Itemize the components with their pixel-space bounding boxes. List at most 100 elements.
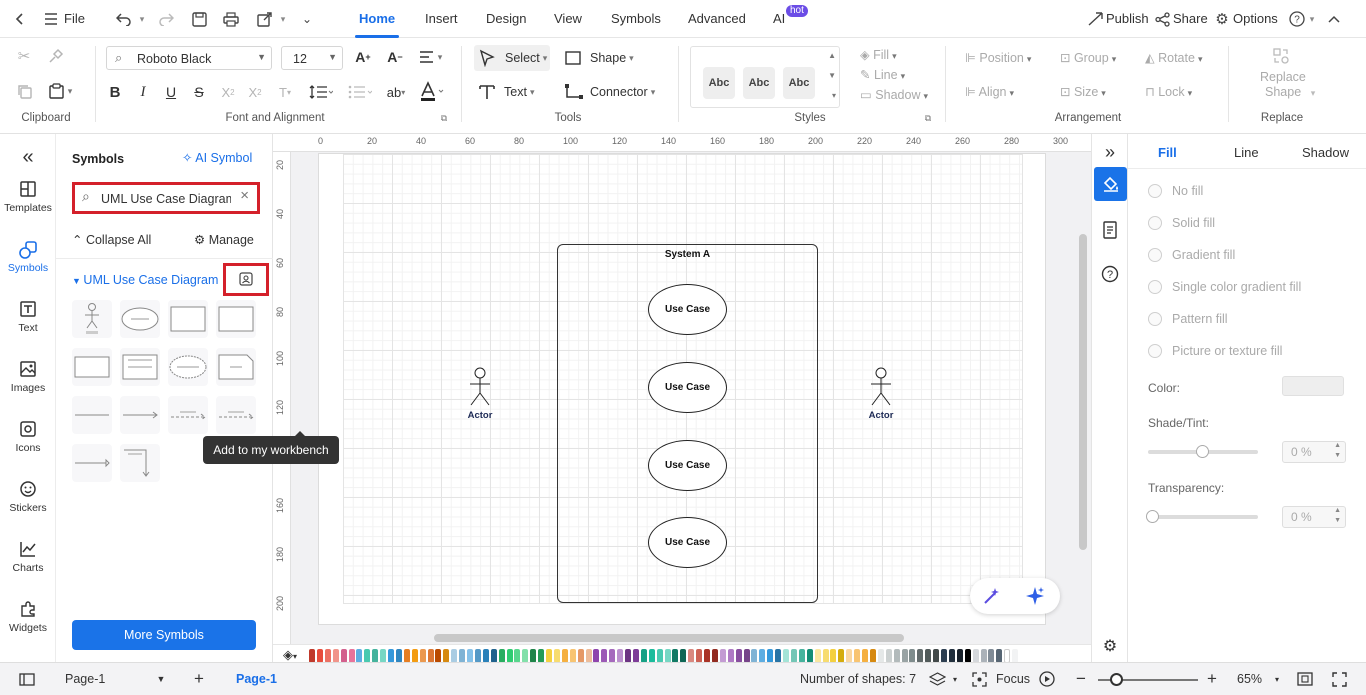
- color-swatch[interactable]: [696, 649, 703, 663]
- tab-ai[interactable]: AI: [773, 11, 786, 26]
- tab-view[interactable]: View: [554, 11, 582, 26]
- page-selector[interactable]: Page-1: [65, 672, 106, 686]
- zoom-slider[interactable]: [1098, 673, 1198, 686]
- symbol-rectangle[interactable]: [72, 348, 112, 386]
- rotate-button[interactable]: ◭ Rotate▾: [1145, 51, 1203, 65]
- align-button[interactable]: ⊫ Align▾: [965, 85, 1014, 99]
- rail-item-templates[interactable]: Templates: [0, 180, 56, 214]
- color-swatch[interactable]: [356, 649, 363, 663]
- color-picker[interactable]: [1282, 376, 1344, 396]
- zoom-in-icon[interactable]: +: [1207, 669, 1217, 688]
- align-text-icon[interactable]: [416, 46, 436, 68]
- styles-settings-icon[interactable]: ⧉: [924, 112, 932, 123]
- drawing-page[interactable]: System A Use Case Use Case Use Case Use …: [318, 153, 1046, 625]
- page-tab-active[interactable]: Page-1: [236, 672, 277, 686]
- font-family-select[interactable]: ⌕ Roboto Black ▼: [106, 46, 272, 70]
- color-swatch[interactable]: [830, 649, 837, 663]
- transparency-value-input[interactable]: 0 % ▲▼: [1282, 506, 1346, 528]
- color-swatch[interactable]: [956, 649, 963, 663]
- export-icon[interactable]: [255, 9, 275, 29]
- color-swatch[interactable]: [941, 649, 947, 663]
- color-swatch[interactable]: [877, 649, 884, 663]
- rail-item-symbols[interactable]: Symbols: [0, 240, 56, 274]
- zoom-level[interactable]: 65%: [1237, 672, 1263, 686]
- italic-icon[interactable]: I: [140, 83, 146, 100]
- line-button[interactable]: ✎ Line▾: [860, 68, 906, 82]
- symbol-collaboration[interactable]: [168, 348, 208, 386]
- color-swatch[interactable]: [893, 649, 900, 663]
- color-swatch[interactable]: [419, 649, 426, 663]
- style-sample-2[interactable]: Abc: [743, 67, 775, 99]
- layers-dropdown-icon[interactable]: ▾: [952, 674, 957, 684]
- collapse-panel-button[interactable]: «: [0, 146, 56, 168]
- stepper-icon[interactable]: ▲▼: [1334, 442, 1341, 459]
- increase-font-icon[interactable]: A+: [355, 49, 371, 65]
- rail-item-widgets[interactable]: Widgets: [0, 600, 56, 634]
- color-swatch[interactable]: [814, 649, 821, 663]
- color-swatch[interactable]: [854, 649, 861, 663]
- ai-sparkle-icon[interactable]: [1025, 586, 1045, 606]
- save-icon[interactable]: [189, 9, 209, 29]
- color-swatch[interactable]: [561, 649, 568, 663]
- style-sample-3[interactable]: Abc: [783, 67, 815, 99]
- gear-icon[interactable]: ⚙: [1215, 11, 1229, 28]
- share-button[interactable]: Share: [1173, 11, 1208, 26]
- focus-icon[interactable]: [970, 670, 988, 688]
- color-swatch[interactable]: [435, 649, 442, 663]
- position-button[interactable]: ⊫ Position▾: [965, 51, 1032, 65]
- symbol-actor[interactable]: [72, 300, 112, 338]
- color-swatch[interactable]: [427, 649, 434, 663]
- shadow-button[interactable]: ▭ Shadow▾: [860, 88, 929, 102]
- color-swatch[interactable]: [648, 649, 655, 663]
- color-swatch[interactable]: [467, 649, 473, 663]
- font-size-select[interactable]: 12 ▼: [281, 46, 343, 70]
- slider-knob[interactable]: [1196, 445, 1209, 458]
- help-dropdown-icon[interactable]: ▾: [1309, 13, 1315, 24]
- close-icon[interactable]: ×: [240, 187, 249, 204]
- color-swatch[interactable]: [553, 649, 560, 663]
- color-swatch[interactable]: [348, 649, 355, 663]
- page-properties-icon[interactable]: [1096, 216, 1124, 244]
- tab-line[interactable]: Line: [1234, 145, 1259, 160]
- actor-right[interactable]: Actor: [866, 367, 896, 421]
- horizontal-scrollbar[interactable]: [434, 634, 904, 642]
- replace-shape-button[interactable]: Replace: [1260, 70, 1306, 84]
- layers-icon[interactable]: [928, 670, 946, 688]
- publish-button[interactable]: Publish: [1106, 11, 1149, 26]
- tab-advanced[interactable]: Advanced: [688, 11, 746, 26]
- color-swatch[interactable]: [743, 649, 750, 663]
- color-swatch[interactable]: [775, 649, 782, 663]
- settings-icon[interactable]: ⚙: [1102, 638, 1118, 655]
- back-icon[interactable]: [10, 9, 30, 29]
- color-swatch[interactable]: [1012, 649, 1019, 663]
- color-swatch[interactable]: [388, 649, 394, 663]
- options-button[interactable]: Options: [1233, 11, 1278, 26]
- shape-tool-button[interactable]: Shape▾: [564, 45, 644, 71]
- symbol-generalization[interactable]: [72, 444, 112, 482]
- help-icon[interactable]: ?: [1287, 9, 1307, 29]
- ai-symbol-button[interactable]: ✧ AI Symbol: [182, 151, 253, 165]
- symbol-extend[interactable]: [216, 396, 256, 434]
- actor-left[interactable]: Actor: [465, 367, 495, 421]
- symbol-system-boundary[interactable]: [168, 300, 208, 338]
- fullscreen-icon[interactable]: [1330, 670, 1348, 688]
- symbol-directed-association[interactable]: [120, 396, 160, 434]
- symbol-search-input[interactable]: [101, 189, 231, 209]
- color-swatch[interactable]: [885, 649, 892, 663]
- size-button[interactable]: ⊡ Size▾: [1060, 85, 1106, 99]
- fill-bucket-icon[interactable]: ◈▾: [283, 647, 298, 662]
- add-to-workbench-icon[interactable]: [239, 272, 253, 286]
- color-swatch[interactable]: [522, 649, 529, 663]
- color-swatch[interactable]: [972, 649, 979, 663]
- color-swatch[interactable]: [869, 649, 876, 663]
- paste-dropdown-icon[interactable]: ▾: [67, 85, 73, 96]
- color-swatch[interactable]: [459, 649, 466, 663]
- color-swatch[interactable]: [996, 649, 1003, 663]
- color-swatch[interactable]: [593, 649, 600, 663]
- library-header[interactable]: ▼ UML Use Case Diagram: [72, 273, 219, 287]
- color-swatch[interactable]: [656, 649, 663, 663]
- symbol-note[interactable]: [216, 300, 256, 338]
- color-swatch[interactable]: [767, 649, 774, 663]
